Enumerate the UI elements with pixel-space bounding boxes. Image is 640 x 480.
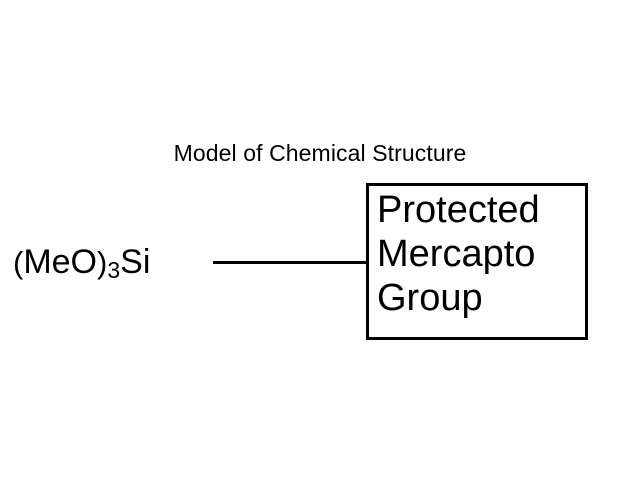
group-box-text: Protected Mercapto Group xyxy=(377,188,540,320)
formula-close-paren: ) xyxy=(97,245,108,280)
formula-subscript: 3 xyxy=(107,257,121,283)
bond-line xyxy=(213,261,368,264)
chemical-formula: (MeO)3Si xyxy=(13,240,150,287)
formula-silicon-element: Si xyxy=(120,243,151,281)
protected-mercapto-group-box: Protected Mercapto Group xyxy=(366,183,588,340)
group-box-line-1: Protected xyxy=(377,189,540,231)
formula-methoxy-group: MeO xyxy=(23,243,98,281)
group-box-line-3: Group xyxy=(377,277,483,319)
group-box-line-2: Mercapto xyxy=(377,233,536,275)
page-title: Model of Chemical Structure xyxy=(173,140,467,166)
formula-open-paren: ( xyxy=(13,245,24,280)
